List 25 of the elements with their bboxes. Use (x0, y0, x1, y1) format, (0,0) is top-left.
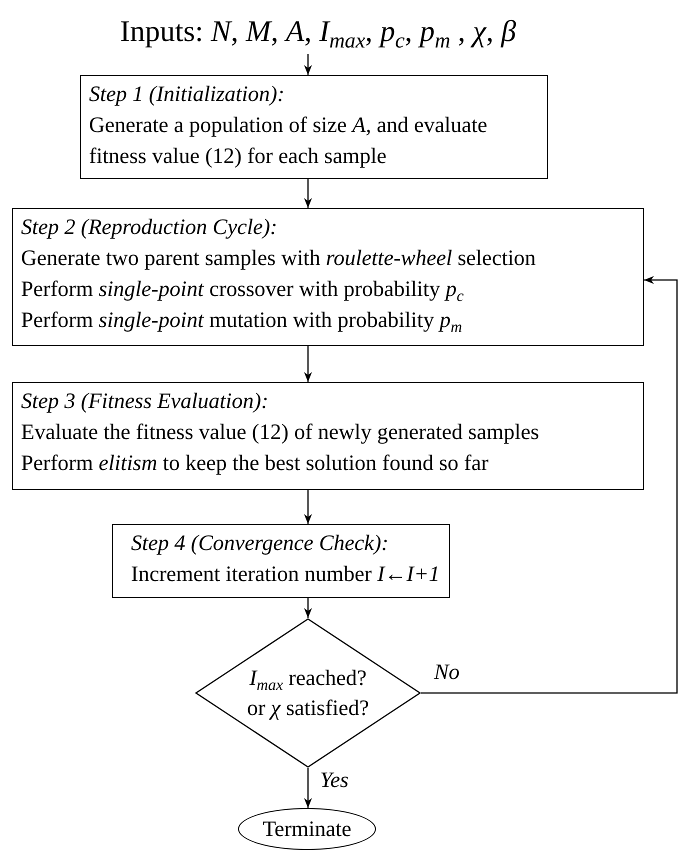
step-heading: Step 2 (Reproduction Cycle): (21, 213, 278, 241)
flow-arrow (304, 179, 312, 208)
process-box (12, 382, 644, 490)
flow-arrow (421, 276, 678, 694)
flow-arrow (304, 490, 312, 524)
step-description: Perform single-point crossover with probability p$_{c}$ (21, 275, 465, 304)
decision-question: I$_{max}$ reached? or χ satisfied? (246, 664, 370, 722)
step-description: Perform elitism to keep the best solution found so far (21, 449, 490, 477)
flow-arrow (304, 598, 312, 618)
flow-arrow (304, 768, 312, 808)
process-box (80, 75, 548, 179)
flow-arrow (304, 54, 312, 75)
step-description: Generate two parent samples with roulette-wheel selection (21, 244, 537, 272)
flow-arrow (304, 346, 312, 382)
step-heading: Step 1 (Initialization): (89, 80, 286, 108)
process-box (112, 524, 450, 598)
step-description: Increment iteration number I←I+1 (130, 560, 441, 588)
step-heading: Step 4 (Convergence Check): (130, 529, 390, 557)
step-description: Evaluate the fitness value (12) of newly generated samples (21, 418, 540, 446)
process-box (12, 208, 644, 346)
step-description: Generate a population of size A, and evaluate fitness value (12) for each sample (89, 111, 488, 170)
step-description: Perform single-point mutation with probability p$_{m}$ (21, 306, 464, 335)
step-heading: Step 3 (Fitness Evaluation): (21, 387, 270, 415)
inputs-label: Inputs: N, M, A, I$_{max}$, p$_{c}$, p$_{m}$ , χ, β (120, 14, 516, 50)
terminal-label: Terminate (262, 815, 352, 843)
